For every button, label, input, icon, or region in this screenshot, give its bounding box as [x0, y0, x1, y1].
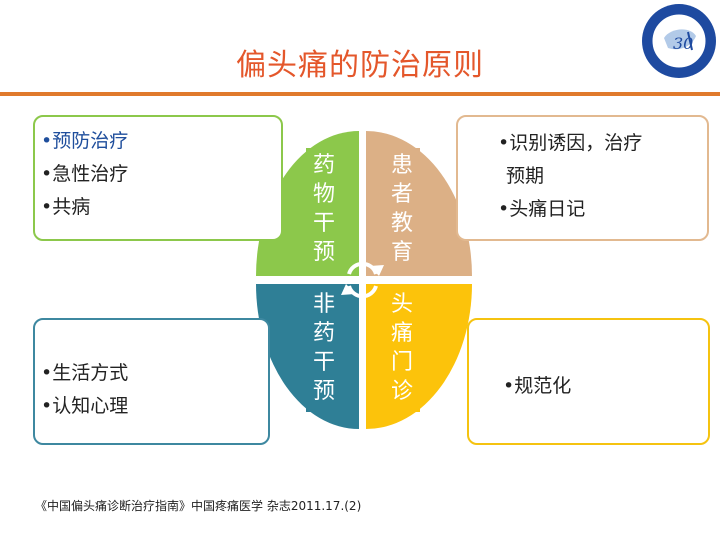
seal-number: 30 — [673, 34, 693, 53]
prevention-box-top-left: •预防治疗 •急性治疗 •共病 — [33, 115, 283, 241]
seal-inner-ring — [651, 13, 707, 69]
quadrant-char: 干 — [313, 350, 335, 375]
quadrant-char: 药 — [313, 153, 335, 178]
quadrant-char: 教 — [391, 211, 413, 236]
quadrant-char: 非 — [313, 292, 335, 317]
quadrant-char: 干 — [313, 211, 335, 236]
cycle-arrows-icon — [341, 261, 384, 299]
quadrant-label-br: 头 痛 门 诊 — [391, 292, 413, 404]
quadrant-label-panel-tl — [306, 148, 342, 272]
list-item: •头痛日记 — [498, 198, 586, 220]
slide-title: 偏头痛的防治原则 — [236, 48, 484, 83]
quadrant-label-panel-tr — [384, 148, 420, 272]
clinic-box-bottom-right: •规范化 — [467, 318, 710, 445]
cycle-arrowhead-upper — [370, 265, 384, 276]
quadrant-char: 物 — [313, 182, 335, 207]
quadrant-char: 门 — [391, 350, 413, 375]
quadrant-label-tl: 药 物 干 预 — [313, 153, 335, 265]
list-item: •规范化 — [503, 375, 572, 397]
quadrant-char: 头 — [391, 292, 413, 317]
institution-seal-icon: 30 — [642, 4, 716, 78]
list-item: •识别诱因，治疗 — [498, 132, 643, 154]
quadrant-char: 药 — [313, 321, 335, 346]
list-item: •预防治疗 — [41, 130, 129, 152]
quadrant-label-tr: 患 者 教 育 — [391, 153, 413, 265]
non-drug-box-bottom-left: •生活方式 •认知心理 — [33, 318, 270, 445]
title-divider — [0, 92, 720, 96]
list-item-continuation: 预期 — [506, 165, 545, 187]
quadrant-label-bl: 非 药 干 预 — [313, 292, 335, 404]
quadrant-label-panel-bl — [306, 288, 342, 412]
quadrant-label-panel-br — [384, 288, 420, 412]
quadrant-char: 预 — [313, 379, 335, 404]
cycle-arrowhead-lower — [341, 284, 355, 295]
quadrant-char: 预 — [313, 240, 335, 265]
list-item: •急性治疗 — [41, 163, 129, 185]
quadrant-char: 痛 — [391, 321, 413, 346]
list-item: •共病 — [41, 196, 91, 218]
list-item: •认知心理 — [41, 395, 129, 417]
quadrant-char: 患 — [391, 153, 413, 178]
seal-stroke — [687, 31, 693, 51]
quadrant-char: 诊 — [391, 379, 413, 404]
citation-footnote: 《中国偏头痛诊断治疗指南》中国疼痛医学 杂志2011.17.(2) — [35, 499, 362, 513]
list-item: •生活方式 — [41, 362, 129, 384]
quadrant-char: 者 — [391, 182, 413, 207]
education-box-top-right: •识别诱因，治疗 预期 •头痛日记 — [456, 115, 709, 241]
quadrant-char: 育 — [391, 240, 413, 265]
